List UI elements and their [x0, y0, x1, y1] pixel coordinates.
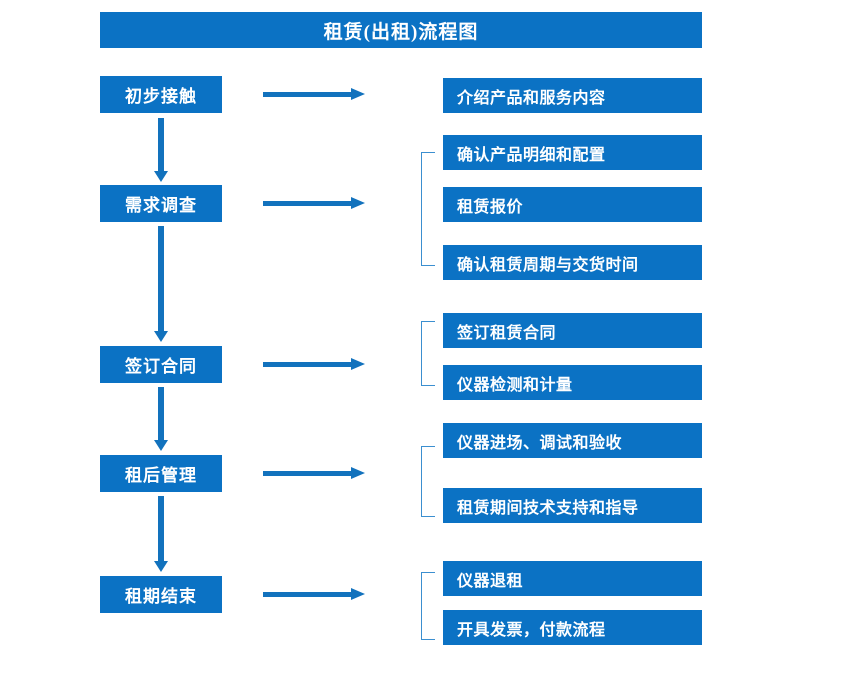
- diagram-title: 租赁(出租)流程图: [100, 12, 702, 48]
- stage-box-needs-survey[interactable]: 需求调查: [100, 185, 222, 222]
- group-bracket-needs-survey: [421, 152, 435, 266]
- group-bracket-post-rental: [421, 446, 435, 517]
- detail-box-instrument-return[interactable]: 仪器退租: [443, 561, 702, 596]
- detail-box-invoice-payment[interactable]: 开具发票，付款流程: [443, 610, 702, 645]
- detail-box-instrument-delivery[interactable]: 仪器进场、调试和验收: [443, 423, 702, 458]
- stage-box-initial-contact[interactable]: 初步接触: [100, 76, 222, 113]
- horizontal-arrow-icon-2: [263, 195, 365, 211]
- group-bracket-lease-end: [421, 572, 435, 640]
- stage-box-sign-contract[interactable]: 签订合同: [100, 346, 222, 383]
- stage-box-lease-end[interactable]: 租期结束: [100, 576, 222, 613]
- horizontal-arrow-icon-1: [263, 86, 365, 102]
- vertical-arrow-icon-4: [154, 496, 168, 572]
- vertical-arrow-icon-1: [154, 118, 168, 182]
- vertical-arrow-icon-3: [154, 387, 168, 451]
- detail-box-confirm-lease-period[interactable]: 确认租赁周期与交货时间: [443, 245, 702, 280]
- detail-box-rental-quotation[interactable]: 租赁报价: [443, 187, 702, 222]
- detail-box-sign-lease-agreement[interactable]: 签订租赁合同: [443, 313, 702, 348]
- group-bracket-sign-contract: [421, 321, 435, 386]
- horizontal-arrow-icon-4: [263, 465, 365, 481]
- vertical-arrow-icon-2: [154, 226, 168, 342]
- detail-box-instrument-inspection[interactable]: 仪器检测和计量: [443, 365, 702, 400]
- detail-box-technical-support[interactable]: 租赁期间技术支持和指导: [443, 488, 702, 523]
- stage-box-post-rental-management[interactable]: 租后管理: [100, 455, 222, 492]
- detail-box-confirm-product-spec[interactable]: 确认产品明细和配置: [443, 135, 702, 170]
- horizontal-arrow-icon-3: [263, 356, 365, 372]
- detail-box-introduce-products[interactable]: 介绍产品和服务内容: [443, 78, 702, 113]
- horizontal-arrow-icon-5: [263, 586, 365, 602]
